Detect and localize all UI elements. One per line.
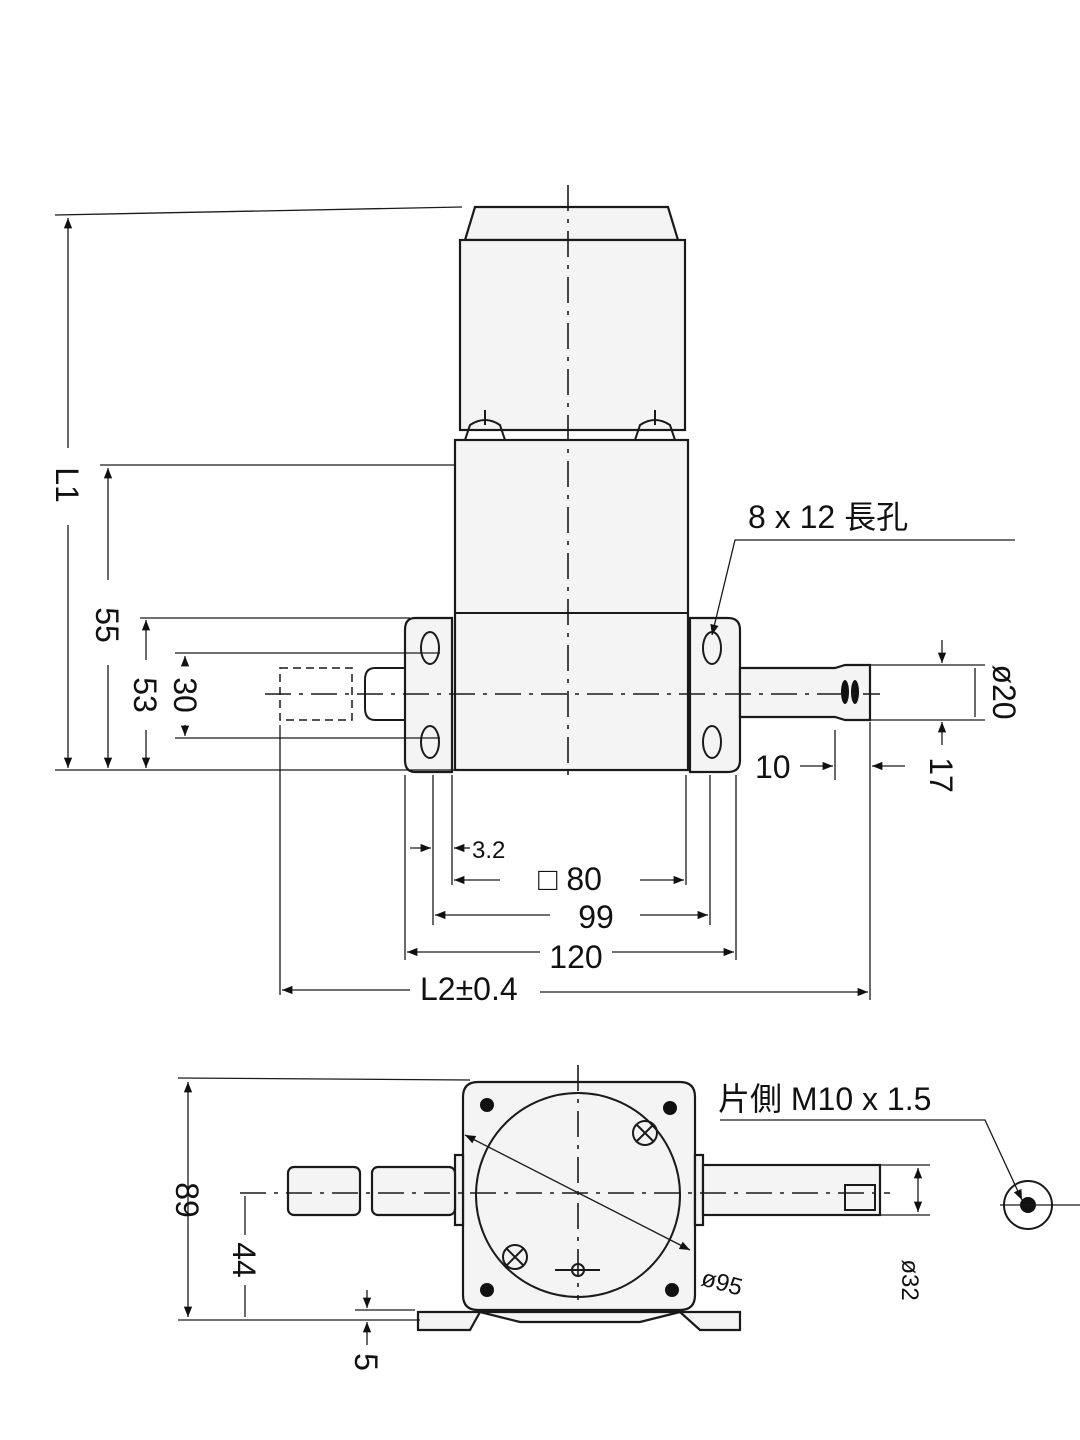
dim-hub-diameter: ø32: [896, 1259, 923, 1300]
dim-square-80: □ 80: [538, 861, 602, 897]
slot-hole: [420, 725, 440, 759]
slot-hole: [420, 631, 440, 665]
dim-10: 10: [755, 749, 791, 785]
slot-note: 8 x 12 長孔: [748, 499, 908, 535]
dim-89: 89: [169, 1182, 205, 1218]
dim-53: 53: [127, 677, 163, 713]
bolt-icon: [634, 410, 676, 441]
dim-L2: L2±0.4: [420, 971, 518, 1007]
base-plate: [416, 1310, 742, 1332]
dim-99: 99: [578, 899, 614, 935]
dim-5: 5: [348, 1353, 384, 1371]
motor-end-cap: [463, 205, 680, 242]
tap-note: 片側 M10 x 1.5: [718, 1081, 931, 1117]
side-view: ø95 ø32 片側 M10 x 1.5 89 44 5: [169, 1065, 1080, 1371]
dim-circle-diameter: ø95: [698, 1265, 745, 1302]
output-shaft: [738, 663, 872, 722]
dim-30: 30: [167, 677, 203, 713]
shaft-end-detail: [1000, 1180, 1080, 1230]
dim-120: 120: [549, 939, 602, 975]
top-view: L1 55 53 30 8 x 12 長孔 ø20 10 17 3.2: [49, 185, 1022, 1007]
dim-L1: L1: [49, 467, 85, 503]
right-flange: [688, 616, 742, 774]
dim-shaft-diameter: ø20: [986, 664, 1022, 719]
slot-hole: [702, 725, 722, 759]
bolt-icon: [464, 410, 506, 441]
motor-body: [458, 238, 687, 432]
dim-17: 17: [923, 757, 959, 793]
dim-3-2: 3.2: [472, 837, 505, 864]
gearbox-body: [453, 438, 690, 772]
dim-55: 55: [89, 607, 125, 643]
dim-44: 44: [226, 1242, 262, 1278]
left-flange: [403, 616, 454, 774]
